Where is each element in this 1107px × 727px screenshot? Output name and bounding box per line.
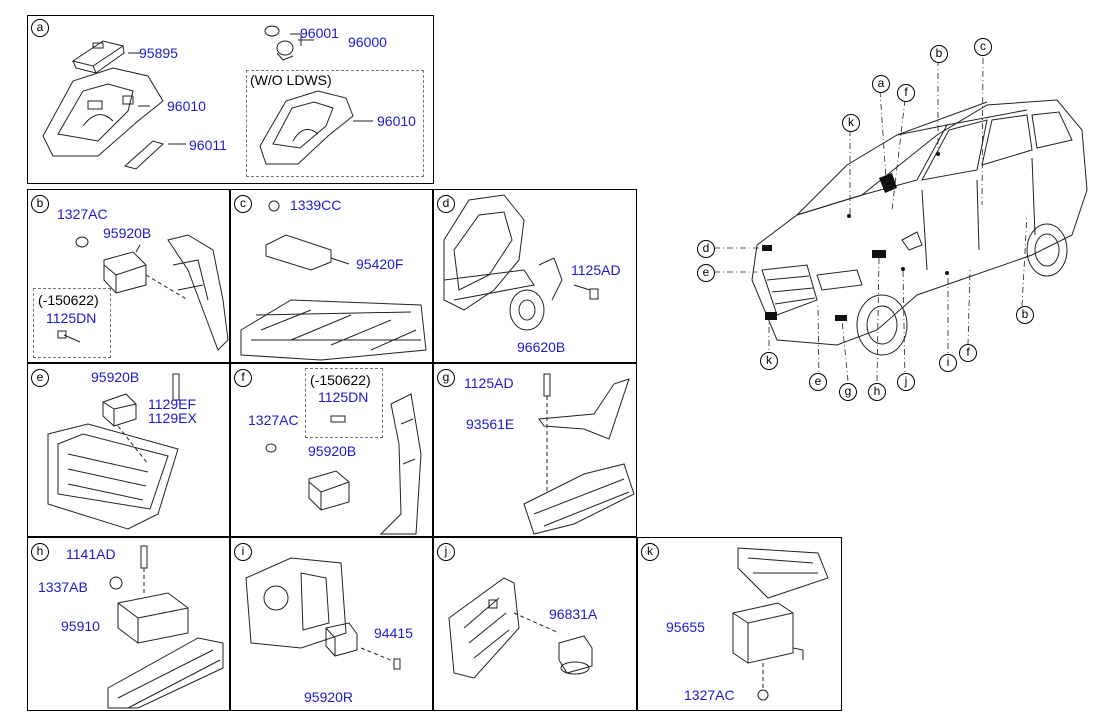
panel-k-letter: k [641,543,659,561]
car-callout-k-top[interactable]: k [842,114,860,132]
part-95920R[interactable]: 95920R [304,689,354,705]
part-95920B-e[interactable]: 95920B [91,369,140,385]
car-callout-i[interactable]: i [939,354,957,372]
car-callout-f-top[interactable]: f [897,84,915,102]
panel-a-illustration [42,25,373,170]
prior-150622-box-b [33,288,111,358]
part-96011[interactable]: 96011 [189,137,227,153]
panel-e-letter: e [31,369,49,387]
car-callout-c[interactable]: c [974,38,992,56]
panel-f-letter: f [234,369,252,387]
part-96831A[interactable]: 96831A [549,606,598,622]
panel-b-illustration [57,234,229,351]
car-callout-e-left[interactable]: e [697,264,715,282]
part-1129EF[interactable]: 1129EF [148,396,196,412]
part-96010[interactable]: 96010 [167,98,206,114]
panel-i: i 94415 95920R [230,537,433,711]
panel-d: d 1125AD 96620B [433,189,637,363]
panel-j-letter: j [437,543,455,561]
part-95895[interactable]: 95895 [139,45,178,61]
car-callout-d[interactable]: d [697,240,715,258]
vehicle-overview-illustration [714,57,1088,382]
part-93561E[interactable]: 93561E [466,416,515,432]
part-94415[interactable]: 94415 [374,625,413,641]
car-callout-k-bottom[interactable]: k [760,352,778,370]
part-1327AC-f[interactable]: 1327AC [248,412,299,428]
panel-b-letter: b [31,195,49,213]
part-1141AD[interactable]: 1141AD [66,546,116,562]
part-1339CC[interactable]: 1339CC [290,197,342,213]
part-1337AB[interactable]: 1337AB [38,579,88,595]
panel-k: k 95655 1327AC [637,537,842,711]
panel-c-letter: c [234,195,252,213]
part-95920B[interactable]: 95920B [103,225,152,241]
date-note-b: (-150622) [38,292,99,308]
without-ldws-box [246,70,424,177]
panel-g: g 1125AD 93561E [433,363,637,537]
part-1327AC-k[interactable]: 1327AC [684,687,735,703]
part-1125AD-g[interactable]: 1125AD [464,375,514,391]
part-95420F[interactable]: 95420F [356,256,404,272]
panel-e-illustration [47,373,180,530]
part-1125DN-f[interactable]: 1125DN [318,389,369,405]
panel-d-illustration [443,194,599,331]
part-1125AD[interactable]: 1125AD [571,262,621,278]
panel-h-letter: h [31,543,49,561]
panel-b: b 1327AC 95920B (-150622) 1125DN [27,189,230,363]
part-96001[interactable]: 96001 [300,25,339,41]
car-callout-b-right[interactable]: b [1016,306,1034,324]
panel-i-letter: i [234,543,252,561]
car-callout-a[interactable]: a [872,75,890,93]
part-96010-ldws[interactable]: 96010 [377,113,416,129]
date-note-f: (-150622) [310,372,371,388]
panel-a: a 95895 96001 96000 (W/O LDWS) 96010 960… [27,15,434,184]
panel-d-letter: d [437,195,455,213]
panel-i-illustration [245,557,401,670]
part-1327AC[interactable]: 1327AC [57,206,108,222]
car-callout-j[interactable]: j [897,373,915,391]
part-96000[interactable]: 96000 [348,34,387,50]
panel-c: c 1339CC 95420F [230,189,433,363]
part-96620B[interactable]: 96620B [517,339,566,355]
panel-g-illustration [523,373,635,535]
car-callout-g[interactable]: g [839,383,857,401]
part-95920B-f[interactable]: 95920B [308,443,357,459]
panel-f-illustration [265,393,422,535]
panel-h-illustration [107,545,224,709]
prior-150622-box-f [305,368,383,438]
panel-g-letter: g [437,369,455,387]
part-95655[interactable]: 95655 [666,619,705,635]
without-ldws-note: (W/O LDWS) [250,72,332,88]
panel-c-illustration [240,200,427,361]
part-1129EX[interactable]: 1129EX [148,410,197,426]
car-callout-f-bottom[interactable]: f [959,344,977,362]
car-callout-h[interactable]: h [868,383,886,401]
part-95910[interactable]: 95910 [61,618,100,634]
panel-h: h 1141AD 1337AB 95910 [27,537,230,711]
panel-e: e 95920B 1129EF 1129EX [27,363,230,537]
car-callout-e-bottom[interactable]: e [809,373,827,391]
car-callout-b-top[interactable]: b [930,45,948,63]
panel-j: j 96831A [433,537,637,711]
panel-f: f (-150622) 1125DN 1327AC 95920B [230,363,433,537]
panel-k-illustration [732,547,829,701]
part-1125DN[interactable]: 1125DN [46,310,97,326]
panel-a-letter: a [31,19,49,37]
panel-j-illustration [448,577,593,679]
